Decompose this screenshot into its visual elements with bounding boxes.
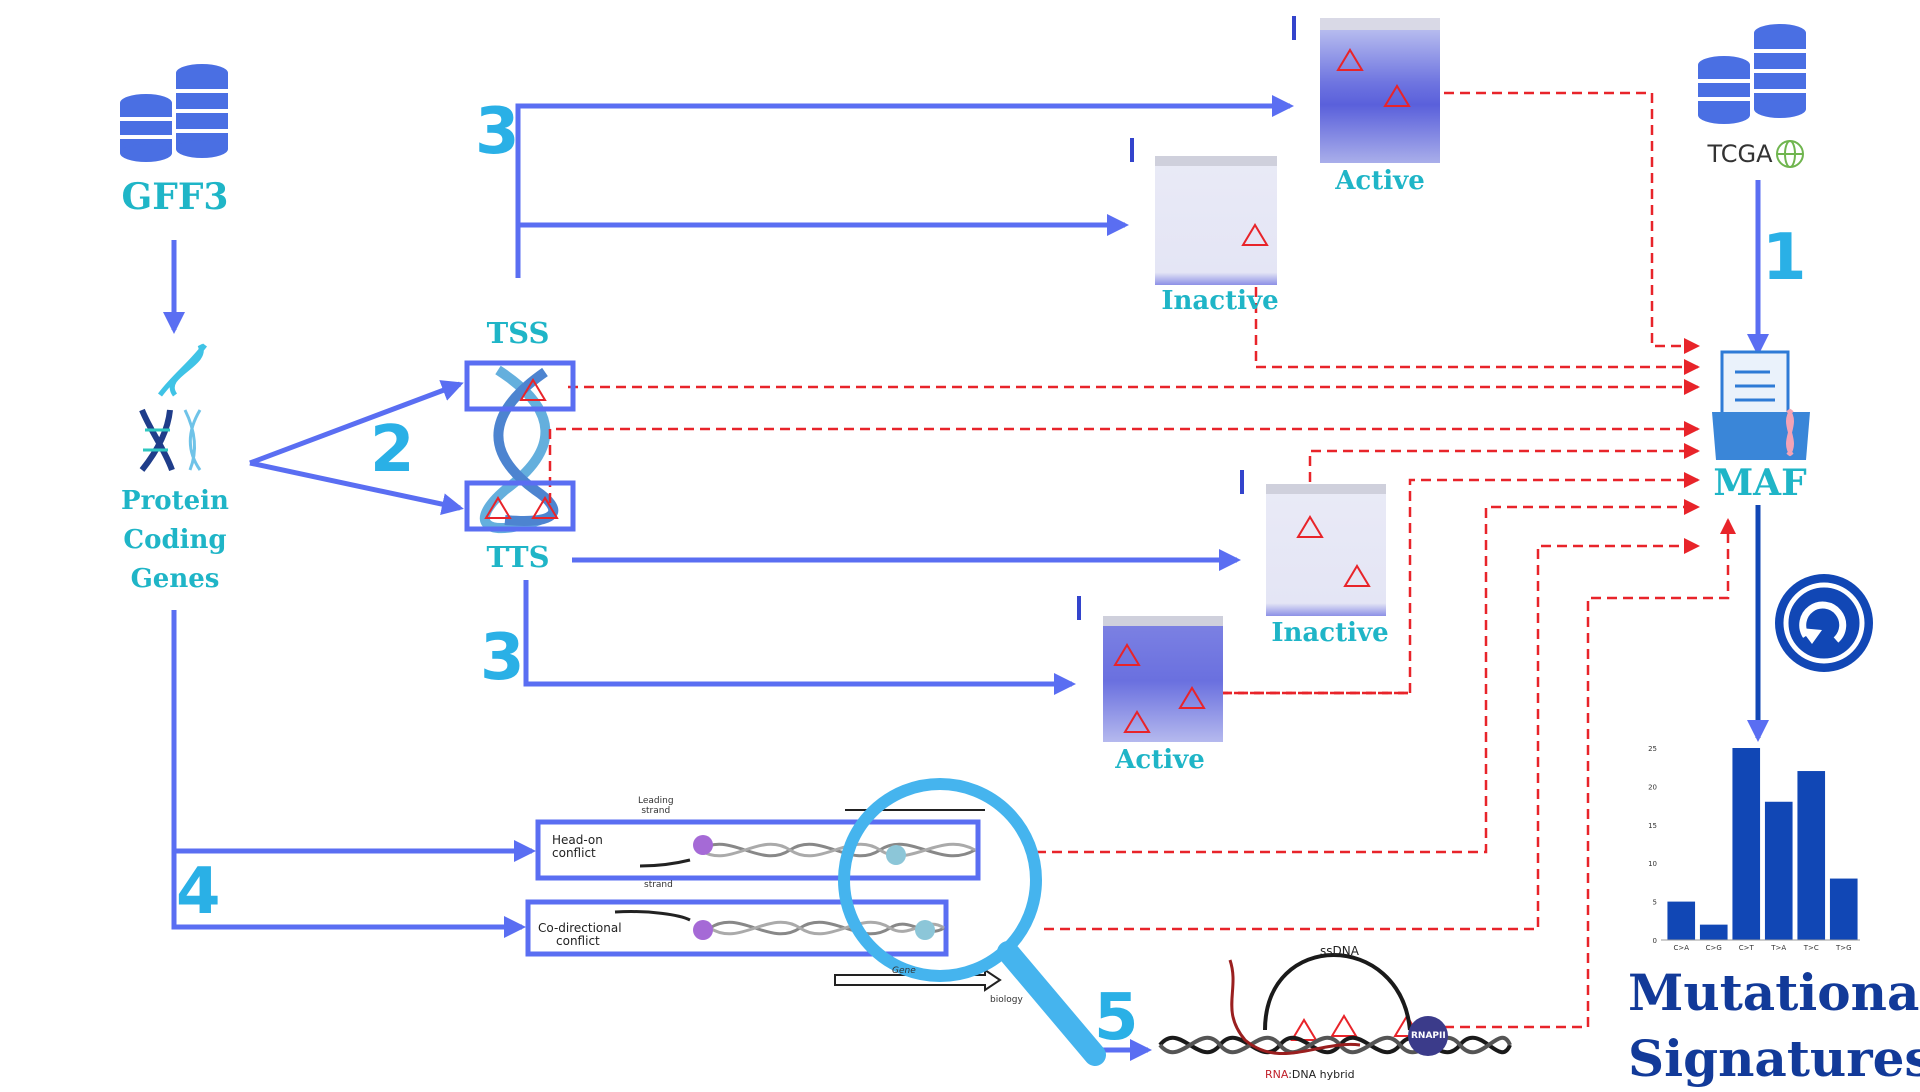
x-tick-label: T>G — [1835, 944, 1852, 952]
bar-T>G — [1829, 878, 1858, 940]
x-tick-label: C>T — [1739, 944, 1755, 952]
protein-word: Protein — [121, 486, 229, 516]
rnapii-label: RNAPII — [1411, 1031, 1446, 1041]
active-top-label: Active — [1335, 166, 1425, 196]
magnifier-icon — [838, 778, 1106, 1066]
y-tick-label: 10 — [1648, 860, 1657, 868]
lagging-strand-label: strand — [644, 880, 673, 890]
bar-C>G — [1699, 924, 1728, 940]
step-2: 2 — [370, 413, 415, 487]
step-3-top: 3 — [475, 95, 520, 169]
leading-strand-label: Leading strand — [638, 796, 674, 816]
tts-box — [464, 480, 576, 532]
ssdna-label: ssDNA — [1320, 944, 1359, 958]
co-directional-word: Co-directional — [538, 921, 622, 935]
x-tick-label: T>C — [1803, 944, 1819, 952]
y-tick-label: 20 — [1648, 783, 1657, 791]
heatmap-active-top — [1292, 16, 1440, 163]
inactive-mid-label: Inactive — [1271, 618, 1389, 648]
strand-word: strand — [641, 806, 671, 816]
x-tick-label: T>A — [1770, 944, 1786, 952]
tcga-globe-icon — [1776, 140, 1804, 168]
mutational-word: Mutational — [1628, 963, 1920, 1022]
tts-label: TTS — [486, 540, 550, 574]
dna-helix-icon — [139, 343, 207, 472]
bar-C>T — [1732, 748, 1761, 940]
blue-flow-arrows — [163, 95, 1769, 1061]
leading-word: Leading — [638, 796, 674, 806]
refresh-icon — [1775, 574, 1873, 672]
tss-label: TSS — [486, 316, 550, 350]
genes-word: Genes — [130, 564, 220, 594]
bar-T>A — [1764, 801, 1793, 940]
co-directional-conflict-panel — [525, 899, 1002, 992]
signatures-word: Signatures — [1628, 1029, 1920, 1088]
step-4: 4 — [176, 855, 221, 929]
co-directional-conflict-label: Co-directional conflict — [538, 922, 622, 948]
head-on-word: Head-on — [552, 833, 603, 847]
y-tick-label: 5 — [1653, 899, 1657, 907]
gff3-label: GFF3 — [121, 176, 229, 218]
protein-coding-genes-label: Protein Coding Genes — [105, 482, 245, 599]
bar-C>A — [1667, 901, 1696, 940]
co-directional-conflict-word: conflict — [556, 934, 600, 948]
head-on-conflict-label: Head-on conflict — [552, 834, 603, 860]
active-bottom-label: Active — [1115, 745, 1205, 775]
y-tick-label: 0 — [1653, 937, 1657, 945]
gene-arrow-label: Gene — [892, 966, 916, 976]
coding-word: Coding — [123, 525, 227, 555]
bar-T>C — [1797, 771, 1826, 940]
r-loop-diagram — [1158, 953, 1512, 1056]
red-dashed-connectors — [548, 91, 1736, 1029]
heatmap-inactive-mid — [1240, 470, 1386, 616]
biology-fragment-label: biology — [990, 995, 1023, 1005]
rna-word: RNA — [1265, 1068, 1289, 1081]
tss-box — [464, 360, 576, 412]
mutational-signatures-title: Mutational Signatures — [1628, 960, 1920, 1092]
mutation-bar-chart: 0 5 10 15 20 25C>A C>G C>T T>A T>C T>G — [1648, 745, 1860, 952]
step-1: 1 — [1762, 221, 1807, 295]
rna-dna-hybrid-label: RNA:DNA hybrid — [1265, 1068, 1355, 1081]
heatmap-active-bottom — [1077, 596, 1223, 742]
x-tick-label: C>A — [1673, 944, 1689, 952]
step-5: 5 — [1094, 981, 1139, 1055]
x-tick-label: C>G — [1706, 944, 1722, 952]
inactive-top-label: Inactive — [1161, 286, 1279, 316]
maf-label: MAF — [1713, 462, 1807, 504]
heatmap-inactive-top — [1130, 138, 1277, 285]
tcga-database-icon — [1698, 24, 1806, 124]
tcga-label: TCGA — [1707, 140, 1773, 168]
maf-folder-icon — [1712, 350, 1810, 460]
gff3-database-icon — [120, 64, 228, 162]
y-tick-label: 25 — [1648, 745, 1657, 753]
head-on-conflict-panel — [535, 809, 985, 881]
head-on-conflict-word: conflict — [552, 846, 596, 860]
dna-hybrid-word: :DNA hybrid — [1288, 1068, 1355, 1081]
y-tick-label: 15 — [1648, 822, 1657, 830]
step-3-bottom: 3 — [480, 621, 525, 695]
